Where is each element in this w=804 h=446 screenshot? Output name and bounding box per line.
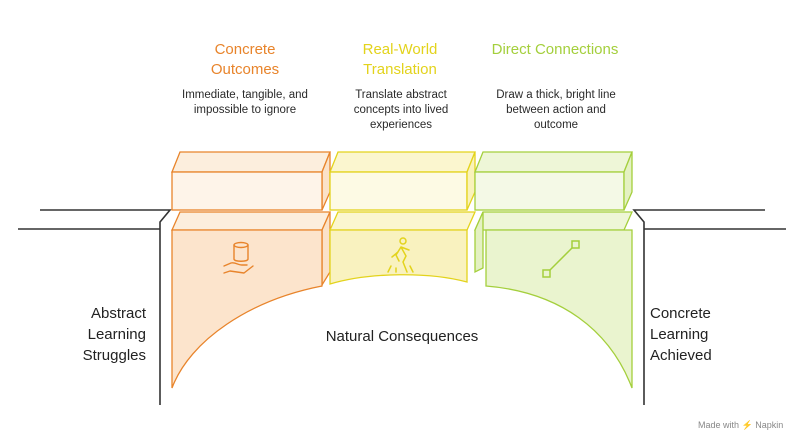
right-cliff [632, 209, 765, 405]
real-world-translation-title: Real-World Translation [362, 41, 438, 78]
direct-connections-block [473, 151, 634, 389]
hand-cylinder-icon [223, 241, 254, 274]
napkin-logo-icon: ⚡ [741, 420, 753, 430]
concrete-outcomes-title: Concrete Outcomes [210, 41, 280, 78]
real-world-translation-description: Translate abstract concepts into lived e… [353, 89, 449, 131]
center-label: Natural Consequences [325, 328, 479, 345]
left-cliff [40, 209, 172, 405]
direct-connections-title: Direct Connections [491, 41, 619, 58]
direct-connections-description: Draw a thick, bright line between action… [496, 89, 616, 131]
made-with-napkin-badge: Made with ⚡ Napkin [698, 420, 798, 431]
footer-prefix: Made with [698, 420, 740, 430]
walking-person-icon [387, 237, 414, 273]
connection-line-icon [542, 240, 580, 278]
left-label: Abstract Learning Struggles [82, 305, 146, 364]
concrete-outcomes-block [170, 151, 332, 389]
real-world-translation-block [328, 151, 477, 285]
right-label: Concrete Learning Achieved [650, 305, 712, 364]
concrete-outcomes-description: Immediate, tangible, and impossible to i… [182, 89, 308, 116]
footer-brand: Napkin [755, 420, 784, 430]
